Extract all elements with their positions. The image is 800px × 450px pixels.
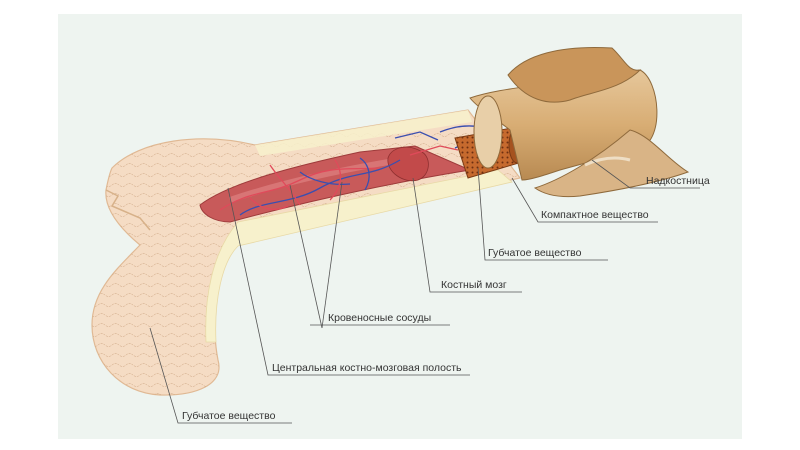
label-periosteum: Надкостница <box>646 175 710 187</box>
label-spongy-bone-shaft: Губчатое вещество <box>488 247 582 259</box>
leader-periosteum <box>591 159 700 189</box>
periosteum-inner-lining <box>533 129 690 198</box>
leader-medullary-cavity <box>227 187 470 376</box>
marrow-highlight <box>229 157 401 203</box>
leader-spongy-bone-head <box>149 327 292 424</box>
leader-bone-marrow <box>412 177 522 293</box>
label-medullary-cavity: Центральная костно-мозговая полость <box>272 362 462 374</box>
label-bone-marrow: Костный мозг <box>441 279 507 291</box>
bone-broken-edge <box>105 189 151 231</box>
label-compact-bone: Компактное вещество <box>541 209 649 221</box>
periosteum-flap <box>507 47 642 103</box>
leader-lines <box>149 159 700 424</box>
leader-compact-bone <box>511 177 658 223</box>
leader-vessel-1 <box>289 184 323 329</box>
compact-bone-upper <box>255 110 472 156</box>
leader-spongy-bone-shaft <box>477 167 608 261</box>
periosteum-opening <box>473 95 503 169</box>
label-blood-vessels: Кровеносные сосуды <box>328 312 431 324</box>
compact-bone-layer <box>205 169 513 343</box>
bone-marrow <box>387 146 429 182</box>
periosteum-shine <box>584 156 631 167</box>
label-spongy-bone-head: Губчатое вещество <box>182 410 276 422</box>
leader-vessel-2 <box>321 181 343 329</box>
blood-vessels <box>219 125 491 216</box>
